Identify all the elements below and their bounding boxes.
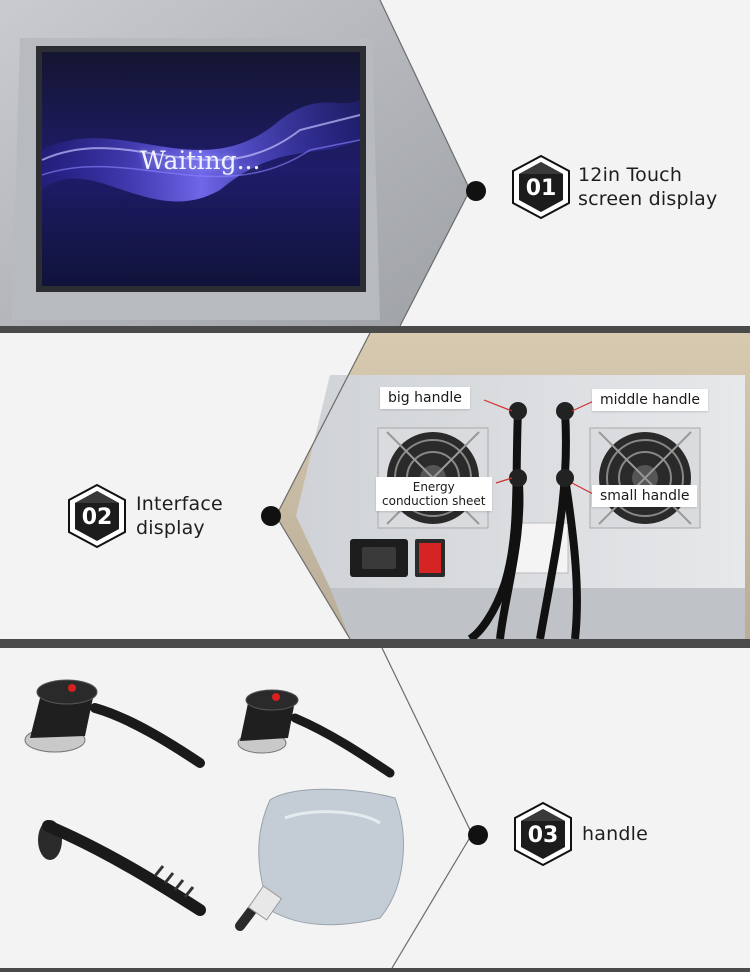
feature-label-line: screen display <box>578 188 718 210</box>
label-line: Energy <box>412 480 455 494</box>
panel-interface: big handle middle handle Energy conducti… <box>0 333 750 639</box>
label-energy-conduction-sheet: Energy conduction sheet <box>376 477 492 511</box>
feature-label-line: display <box>136 517 205 539</box>
panel-handles: 03 handle <box>0 648 750 968</box>
feature-label: Interface display <box>136 492 223 540</box>
big-handle-icon <box>24 679 205 768</box>
feature-label: 12in Touch screen display <box>578 163 717 211</box>
connector-dot-icon <box>466 181 486 201</box>
number-badge-icon: 02 <box>68 483 126 549</box>
connector-dot-icon <box>468 825 488 845</box>
touch-screen-illustration <box>0 0 471 326</box>
middle-handle-icon <box>237 689 395 778</box>
label-line: conduction sheet <box>382 494 486 508</box>
panel-touch-screen: Waiting... 01 12in Touch screen display <box>0 0 750 326</box>
feature-label-line: 12in Touch <box>578 164 683 186</box>
feature-label-line: Interface <box>136 493 223 515</box>
feature-03: 03 handle <box>512 801 648 867</box>
number-badge-icon: 01 <box>512 154 570 220</box>
label-small-handle: small handle <box>592 485 698 507</box>
conduction-sheet-icon <box>235 788 404 931</box>
label-middle-handle: middle handle <box>592 389 708 411</box>
feature-02: 02 Interface display <box>66 483 223 549</box>
number-badge-icon: 03 <box>514 801 572 867</box>
feature-number: 03 <box>528 823 559 848</box>
feature-01: 01 12in Touch screen display <box>510 154 717 220</box>
feature-number: 01 <box>526 176 557 201</box>
screen-status-text: Waiting... <box>140 146 261 175</box>
label-big-handle: big handle <box>380 387 470 409</box>
handles-illustration <box>24 648 473 968</box>
fan-right-icon <box>589 427 701 529</box>
feature-label: handle <box>582 822 648 846</box>
connector-dot-icon <box>261 506 281 526</box>
feature-label-line: handle <box>582 823 648 845</box>
feature-number: 02 <box>82 505 113 530</box>
small-handle-icon <box>38 820 206 916</box>
